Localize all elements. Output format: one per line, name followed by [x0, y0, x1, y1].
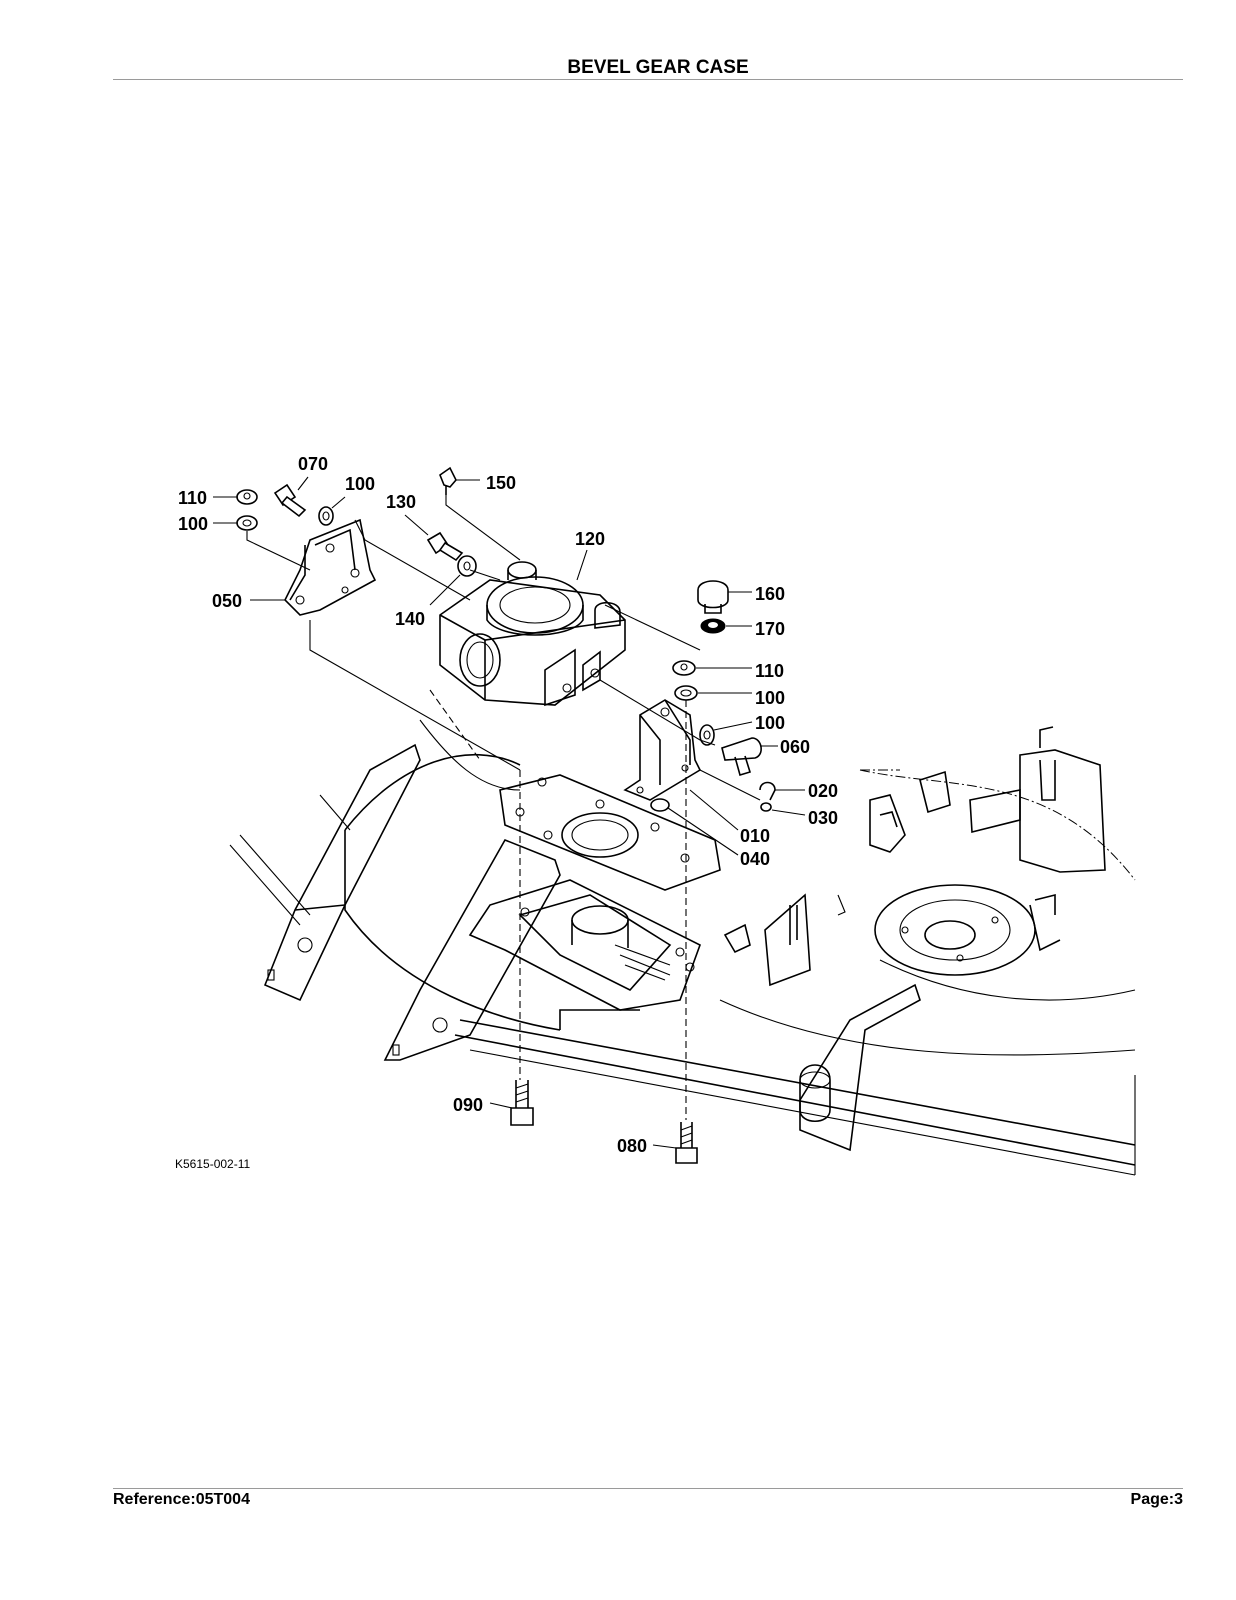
- callout-110: 110: [178, 488, 207, 508]
- callout-100: 100: [178, 514, 208, 534]
- assembly-lines: [246, 495, 761, 1120]
- callout-150: 150: [486, 473, 516, 493]
- callout-120: 120: [575, 529, 605, 549]
- callout-140: 140: [395, 609, 425, 629]
- callout-010: 010: [740, 826, 770, 846]
- leader-lines: [213, 476, 806, 1149]
- callout-070: 070: [298, 454, 328, 474]
- header-rule: [113, 79, 1183, 80]
- callout-170: 170: [755, 619, 785, 639]
- callout-030: 030: [808, 808, 838, 828]
- callout-080: 080: [617, 1136, 647, 1156]
- callout-110: 110: [755, 661, 784, 681]
- page-number: Page:3: [1130, 1491, 1183, 1508]
- callout-090: 090: [453, 1095, 483, 1115]
- callout-160: 160: [755, 584, 785, 604]
- drawing-code: K5615-002-11: [175, 1157, 250, 1171]
- callout-060: 060: [780, 737, 810, 757]
- right-bracket: [623, 699, 702, 801]
- callout-100: 100: [755, 713, 785, 733]
- callout-050: 050: [212, 591, 242, 611]
- fasteners: [236, 466, 776, 1164]
- mower-deck: [229, 719, 1136, 1176]
- callout-100: 100: [755, 688, 785, 708]
- callout-040: 040: [740, 849, 770, 869]
- footer-rule: [113, 1488, 1183, 1489]
- left-bracket: [284, 518, 377, 616]
- callout-020: 020: [808, 781, 838, 801]
- callout-100: 100: [345, 474, 375, 494]
- reference-label: Reference:05T004: [113, 1491, 250, 1508]
- callout-130: 130: [386, 492, 416, 512]
- bevel-gear-case: [439, 561, 626, 707]
- page-title: BEVEL GEAR CASE: [567, 57, 749, 78]
